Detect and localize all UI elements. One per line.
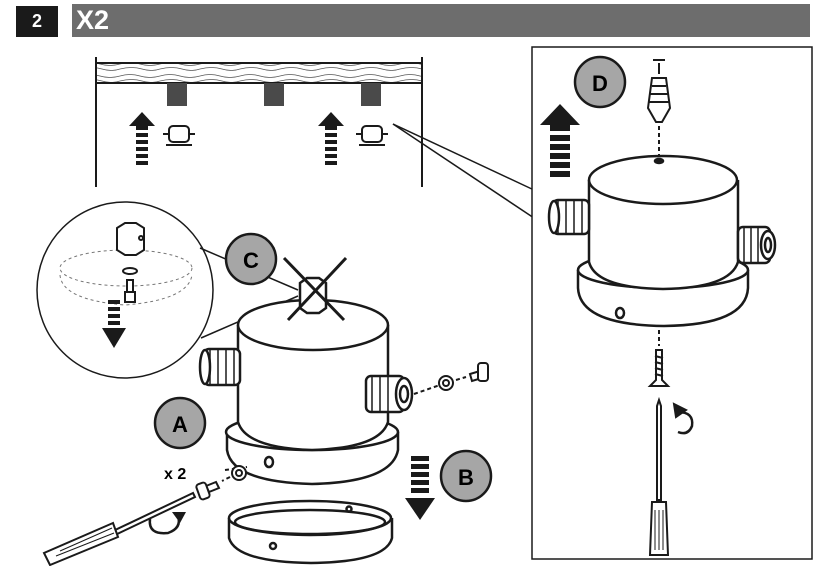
screwdriver-icon: [648, 396, 694, 556]
screwdriver-icon: [42, 491, 197, 566]
up-arrow-icon: [318, 112, 344, 165]
callout-d-label: D: [592, 71, 608, 96]
screw-icon: [647, 330, 671, 387]
ceiling-joist: [167, 83, 187, 106]
down-arrow-icon: [102, 300, 126, 348]
screw-icon: [413, 362, 489, 395]
mounting-bracket-icon: [356, 125, 388, 146]
mounting-bracket-icon: [163, 125, 195, 146]
detail-panel: D: [531, 46, 813, 560]
cross-out-icon: [282, 256, 348, 322]
callout-d: D: [573, 55, 627, 109]
screw-count-label: x 2: [164, 466, 186, 483]
magnifier-detail: [36, 201, 299, 379]
up-arrow-icon: [540, 104, 580, 177]
main-junction-box: [198, 276, 414, 486]
callout-c: C: [224, 232, 278, 286]
ceiling-joist: [264, 83, 284, 106]
ceiling-joist: [361, 83, 381, 106]
up-arrow-icon: [129, 112, 155, 165]
step-number: 2: [16, 6, 58, 37]
down-arrow-icon: [405, 456, 435, 520]
callout-a: A: [153, 396, 207, 450]
quantity-label: X2: [76, 5, 110, 35]
wall-anchor-icon: [646, 59, 672, 156]
callout-b: B: [439, 449, 493, 503]
callout-b-label: B: [458, 465, 474, 490]
ceiling-scene: [95, 57, 535, 219]
screw-icon: [195, 465, 248, 501]
junction-box: [547, 154, 777, 328]
callout-a-label: A: [172, 412, 188, 437]
mounting-ring: [227, 499, 394, 565]
callout-c-label: C: [243, 248, 259, 273]
header-bar: [72, 4, 810, 37]
